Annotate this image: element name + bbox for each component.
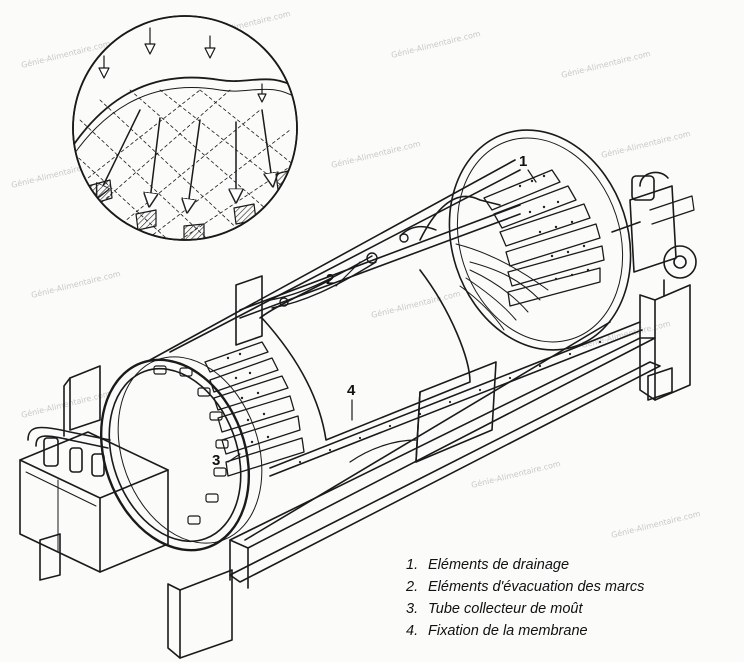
drum-hatch [349, 361, 497, 463]
callout-number: 3 [212, 452, 221, 469]
motor-assembly [611, 171, 697, 297]
legend-number: 1. [406, 557, 419, 573]
legend-label: Eléments de drainage [428, 557, 570, 573]
legend-item: 2. Eléments d'évacuation des marcs [406, 576, 726, 598]
legend-item: 4. Fixation de la membrane [406, 620, 726, 642]
callout-number: 1 [519, 153, 528, 170]
legend-label: Tube collecteur de moût [428, 601, 583, 617]
legend-item: 3. Tube collecteur de moût [406, 598, 726, 620]
legend-item: 1. Eléments de drainage [406, 554, 726, 576]
base-frame [39, 204, 691, 659]
control-cabinet [19, 365, 169, 573]
legend-number: 3. [406, 601, 419, 617]
drum-cutaway [259, 195, 501, 441]
drainage-elements [455, 169, 605, 331]
legend-number: 2. [406, 579, 419, 595]
legend: 1. Eléments de drainage 2. Eléments d'év… [406, 554, 726, 642]
collector-tube [269, 225, 437, 309]
legend-label: Eléments d'évacuation des marcs [428, 579, 645, 595]
membrane-fixation [269, 321, 643, 477]
callout-number: 4 [347, 382, 356, 399]
callout-leaders [227, 169, 537, 463]
callout-number: 2 [326, 271, 335, 288]
detail-magnifier [72, 15, 298, 241]
legend-label: Fixation de la membrane [428, 623, 588, 639]
legend-number: 4. [406, 623, 419, 639]
drainage-elements-left [153, 341, 305, 525]
